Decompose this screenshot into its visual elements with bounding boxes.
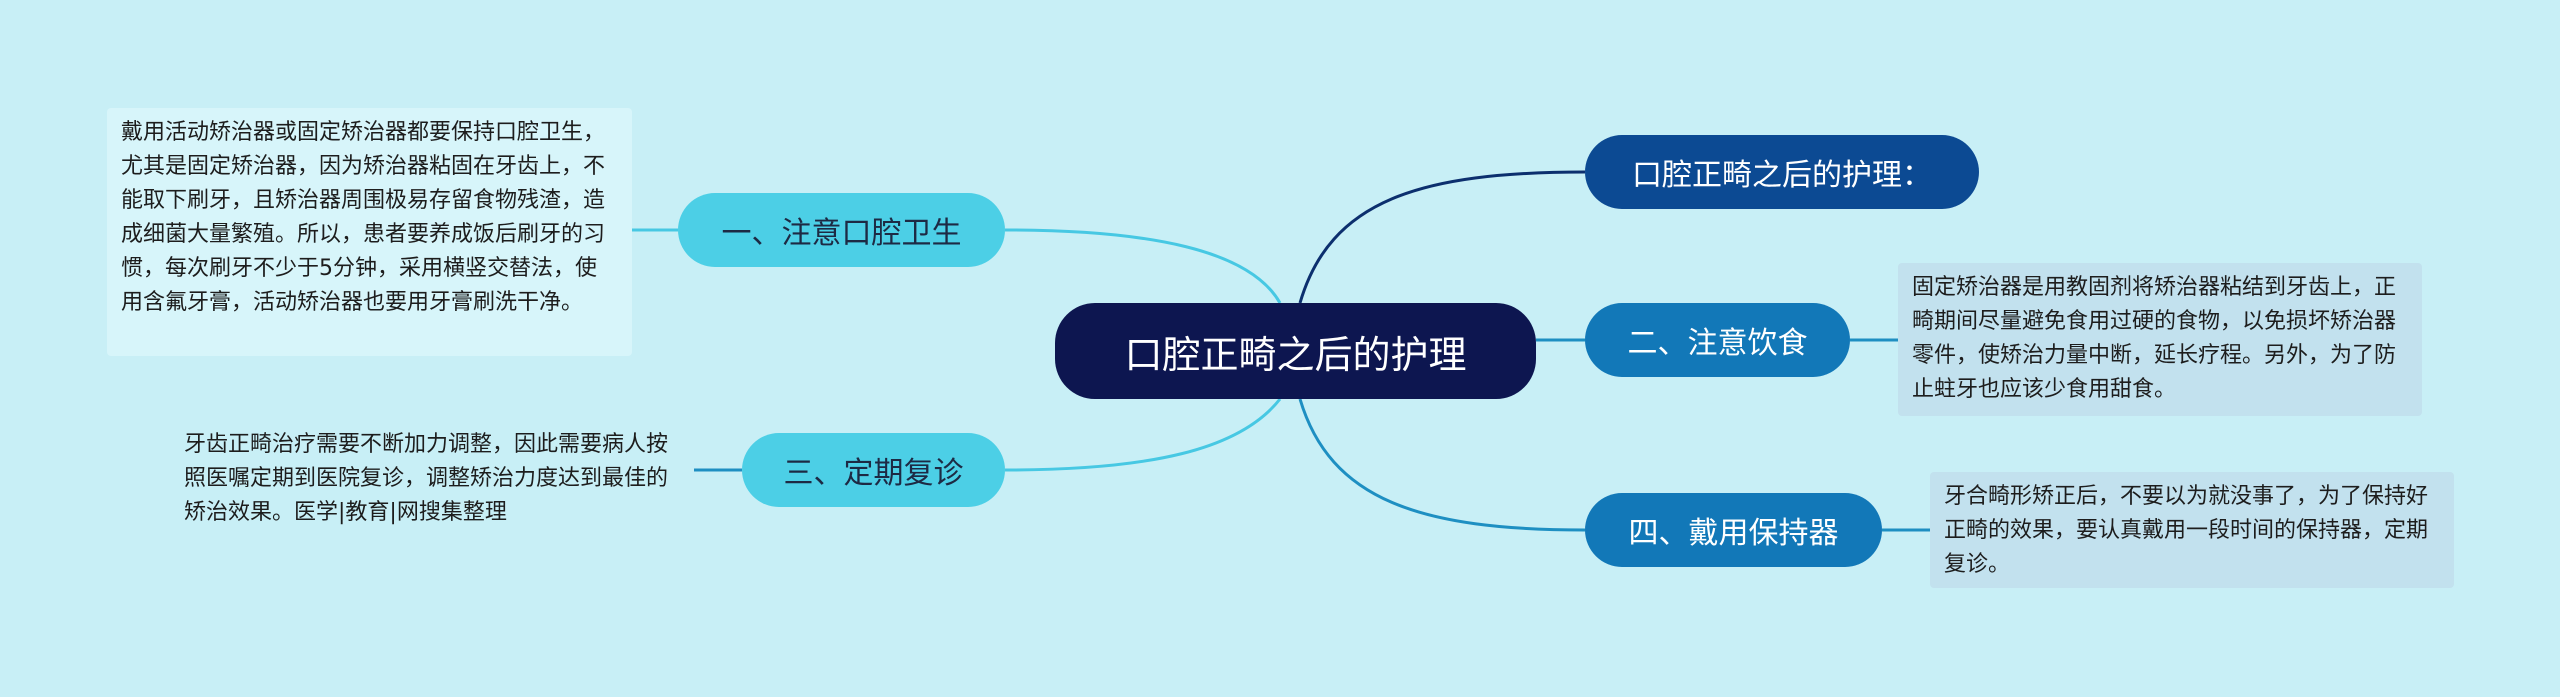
branch-oral-hygiene[interactable]: 一、注意口腔卫生 (678, 193, 1005, 267)
branch-regular-checkup[interactable]: 三、定期复诊 (742, 433, 1005, 507)
note-retainer: 牙合畸形矫正后，不要以为就没事了，为了保持好正畸的效果，要认真戴用一段时间的保持… (1930, 472, 2454, 588)
link-root-left-2 (1004, 398, 1282, 472)
note-regular-checkup: 牙齿正畸治疗需要不断加力调整，因此需要病人按照医嘱定期到医院复诊，调整矫治力度达… (184, 432, 669, 525)
branch-diet[interactable]: 二、注意饮食 (1585, 303, 1850, 377)
link-root-top-right (1298, 170, 1586, 304)
branch-retainer-label: 四、戴用保持器 (1628, 516, 1839, 551)
root-topic[interactable]: 口腔正畸之后的护理 (1055, 303, 1536, 399)
note-diet: 固定矫治器是用教固剂将矫治器粘结到牙齿上，正畸期间尽量避免食用过硬的食物，以免损… (1898, 263, 2422, 416)
branch-regular-checkup-label: 三、定期复诊 (783, 456, 964, 491)
branch-diet-label: 二、注意饮食 (1627, 326, 1808, 361)
link-root-right-2 (1298, 398, 1586, 532)
branch-oral-hygiene-label: 一、注意口腔卫生 (721, 216, 962, 251)
link-root-left-1 (1004, 228, 1282, 304)
branch-top-right[interactable]: 口腔正畸之后的护理： (1585, 135, 1979, 209)
note-oral-hygiene: 戴用活动矫治器或固定矫治器都要保持口腔卫生，尤其是固定矫治器，因为矫治器粘固在牙… (107, 108, 632, 356)
root-topic-label: 口腔正畸之后的护理 (1124, 332, 1467, 377)
branch-top-right-label: 口腔正畸之后的护理： (1632, 158, 1932, 193)
branch-retainer[interactable]: 四、戴用保持器 (1585, 493, 1882, 567)
